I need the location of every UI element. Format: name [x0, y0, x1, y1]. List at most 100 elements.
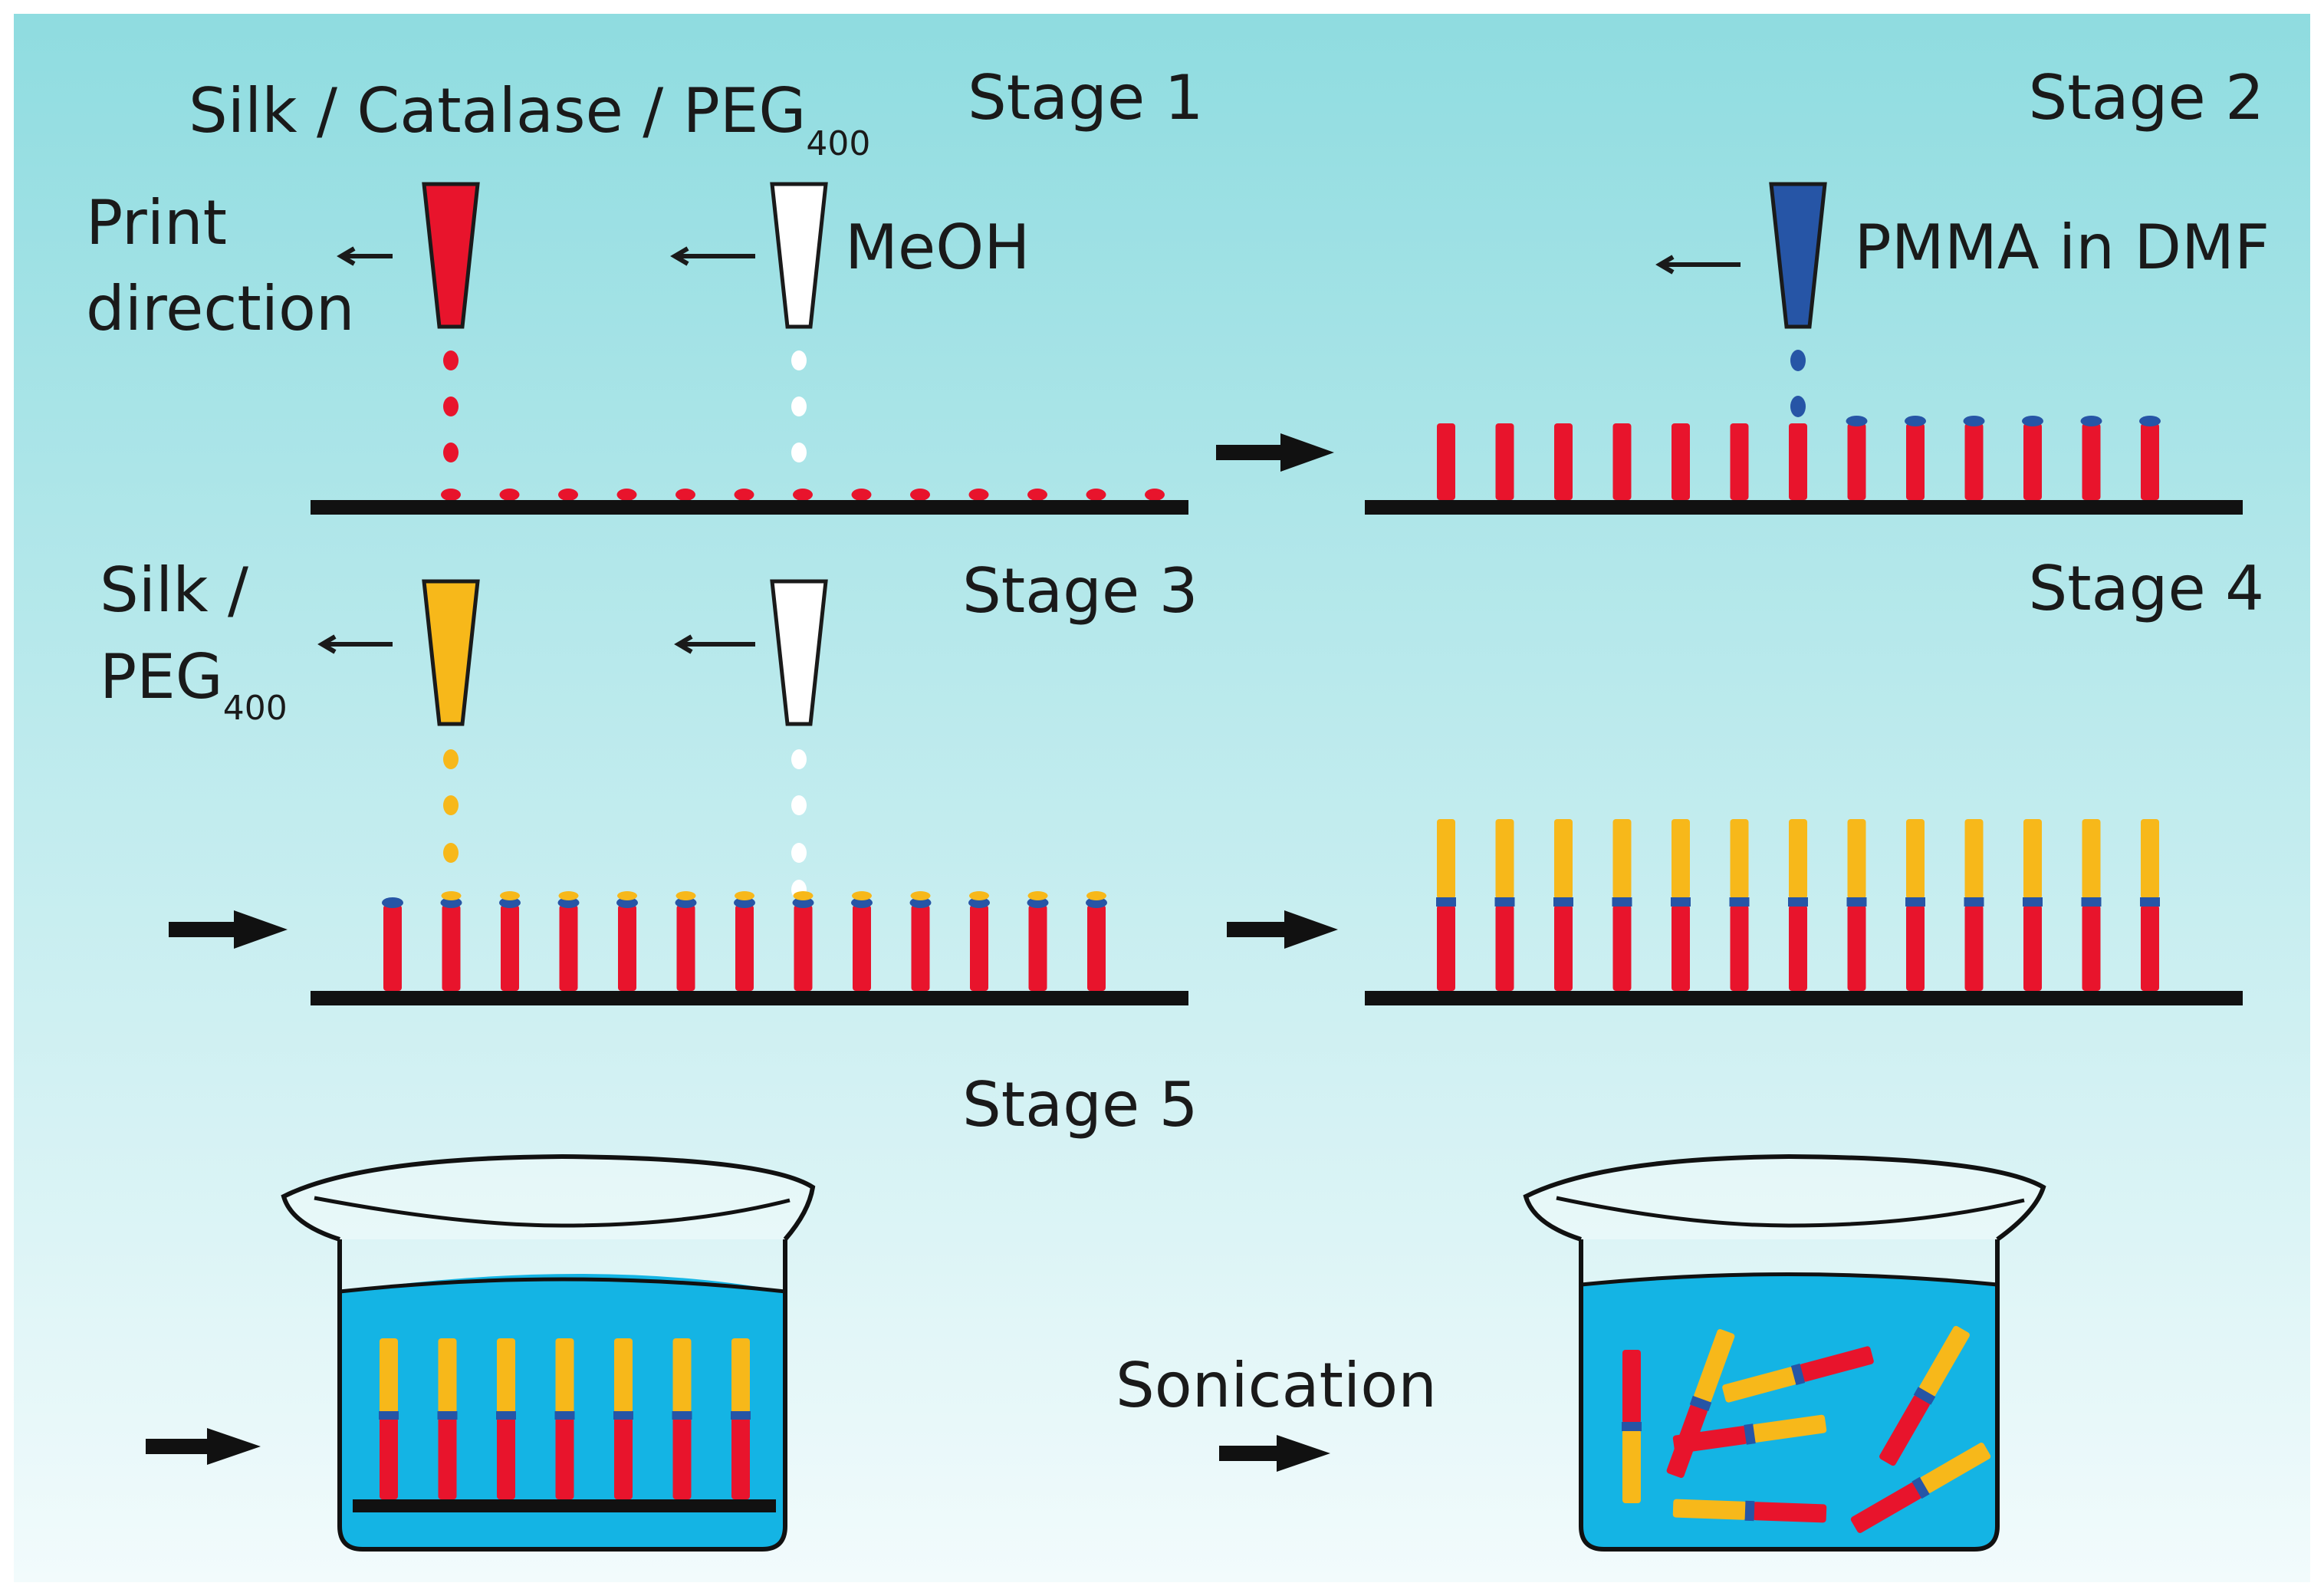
ink-1-label: Silk / Catalase / PEG400 — [189, 75, 870, 163]
substrate-stage-1 — [311, 500, 1188, 515]
printed-dot — [851, 489, 872, 501]
stage-5-label: Stage 5 — [962, 1069, 1198, 1140]
printed-dot — [441, 489, 461, 501]
silk-catalase-segment — [497, 1417, 515, 1499]
silk-peg-layer — [969, 891, 989, 900]
stage-3-label: Stage 3 — [962, 555, 1198, 627]
pmma-band — [1612, 897, 1632, 907]
pmma-cap — [382, 897, 403, 908]
beaker-pillars — [379, 1338, 751, 1499]
pmma-band — [554, 1411, 575, 1420]
printed-dot — [1086, 489, 1106, 501]
pmma-cap — [1963, 416, 1985, 426]
stage-4: Stage 4 — [1227, 553, 2264, 1005]
silk-peg-segment — [614, 1338, 633, 1413]
silk-peg-segment — [1672, 819, 1690, 899]
pmma-band — [672, 1411, 692, 1420]
silk-peg-layer — [1027, 891, 1048, 900]
pmma-cap — [440, 897, 462, 908]
silk-peg-layer — [441, 891, 462, 900]
rod-segment — [1751, 1414, 1827, 1443]
pmma-cap — [2022, 416, 2043, 426]
pmma-band — [1729, 897, 1750, 907]
pmma-label: PMMA in DMF — [1855, 212, 2270, 283]
stage-1-label: Stage 1 — [968, 62, 1204, 133]
droplet — [443, 843, 459, 863]
pmma-cap — [675, 897, 697, 908]
print-direction-arrow-4 — [317, 634, 393, 654]
pmma-band — [2081, 897, 2102, 907]
stage-2-pillars — [1437, 416, 2161, 500]
meoh-label: MeOH — [845, 212, 1030, 283]
droplet — [791, 749, 807, 769]
microrod — [1672, 1499, 1827, 1523]
pmma-band — [1689, 1395, 1712, 1412]
pmma-cap — [499, 897, 521, 908]
pmma-band — [437, 1411, 458, 1420]
pmma-band — [1790, 1363, 1806, 1386]
silk-catalase-pillar — [1087, 905, 1106, 991]
droplet — [791, 795, 807, 815]
printed-dot — [1027, 489, 1047, 501]
stage-3-pillars — [382, 891, 1107, 991]
pmma-band — [1905, 897, 1925, 907]
silk-catalase-pillar — [970, 905, 988, 991]
pmma-band — [496, 1411, 516, 1420]
printed-dot — [968, 489, 989, 501]
pmma-band — [379, 1411, 399, 1420]
silk-catalase-segment — [614, 1417, 633, 1499]
silk-peg-segment — [497, 1338, 515, 1413]
printed-dot — [499, 489, 520, 501]
printed-dot — [558, 489, 578, 501]
stage-1: Stage 1 Silk / Catalase / PEG400 Print d… — [86, 62, 1204, 515]
silk-peg-segment — [1847, 819, 1866, 899]
silk-peg-layer — [735, 891, 754, 900]
print-direction-arrow-5 — [674, 634, 755, 654]
pmma-cap — [1086, 897, 1107, 908]
rod-segment — [1850, 1482, 1922, 1533]
substrate-stage-4 — [1365, 991, 2243, 1005]
pmma-droplet — [1790, 350, 1806, 371]
silk-peg-droplets — [443, 749, 459, 863]
droplet — [791, 350, 807, 370]
pmma-band — [1494, 897, 1515, 907]
silk-catalase-segment — [1612, 905, 1632, 991]
pmma-cap — [909, 897, 932, 908]
silk-catalase-pillar — [2082, 423, 2101, 500]
substrate-stage-3 — [311, 991, 1188, 1005]
substrate-in-beaker — [353, 1499, 776, 1512]
rod-segment — [1672, 1426, 1748, 1454]
silk-catalase-pillar — [559, 905, 578, 991]
pmma-band — [2023, 897, 2043, 907]
silk-catalase-pillar — [442, 905, 461, 991]
rod-segment — [1752, 1502, 1827, 1523]
pmma-cap — [851, 897, 873, 908]
pmma-band — [1744, 1500, 1755, 1522]
silk-catalase-segment — [1437, 905, 1455, 991]
silk-catalase-pillar — [1789, 423, 1807, 500]
silk-catalase-segment — [380, 1417, 398, 1499]
silk-catalase-segment — [1554, 905, 1573, 991]
silk-peg-segment — [2141, 819, 2159, 899]
stage-transition-arrowhead-1 — [1280, 433, 1334, 472]
beaker-inner-rim — [314, 1196, 791, 1228]
microrod — [1879, 1325, 1970, 1466]
microrod — [1672, 1414, 1827, 1454]
stage-transition-arrowhead-4 — [207, 1428, 261, 1465]
pmma-cap — [616, 897, 638, 908]
printed-dot — [676, 489, 695, 501]
silk-peg-segment — [555, 1338, 574, 1413]
rod-segment — [1694, 1329, 1735, 1403]
silk-peg-segment — [1495, 819, 1514, 899]
pmma-band — [1911, 1476, 1930, 1499]
silk-catalase-pillar — [2023, 423, 2042, 500]
print-direction-arrow-1 — [337, 246, 393, 266]
pmma-band — [1913, 1387, 1936, 1405]
silk-catalase-segment — [2082, 905, 2101, 991]
pmma-cap — [2139, 416, 2161, 426]
stage-3: Stage 3 Silk / PEG400 — [100, 554, 1198, 1005]
silk-catalase-segment — [1964, 905, 1984, 991]
silk-catalase-segment — [1495, 905, 1514, 991]
droplet — [443, 749, 459, 769]
meoh-nozzle-icon-2 — [770, 579, 828, 726]
